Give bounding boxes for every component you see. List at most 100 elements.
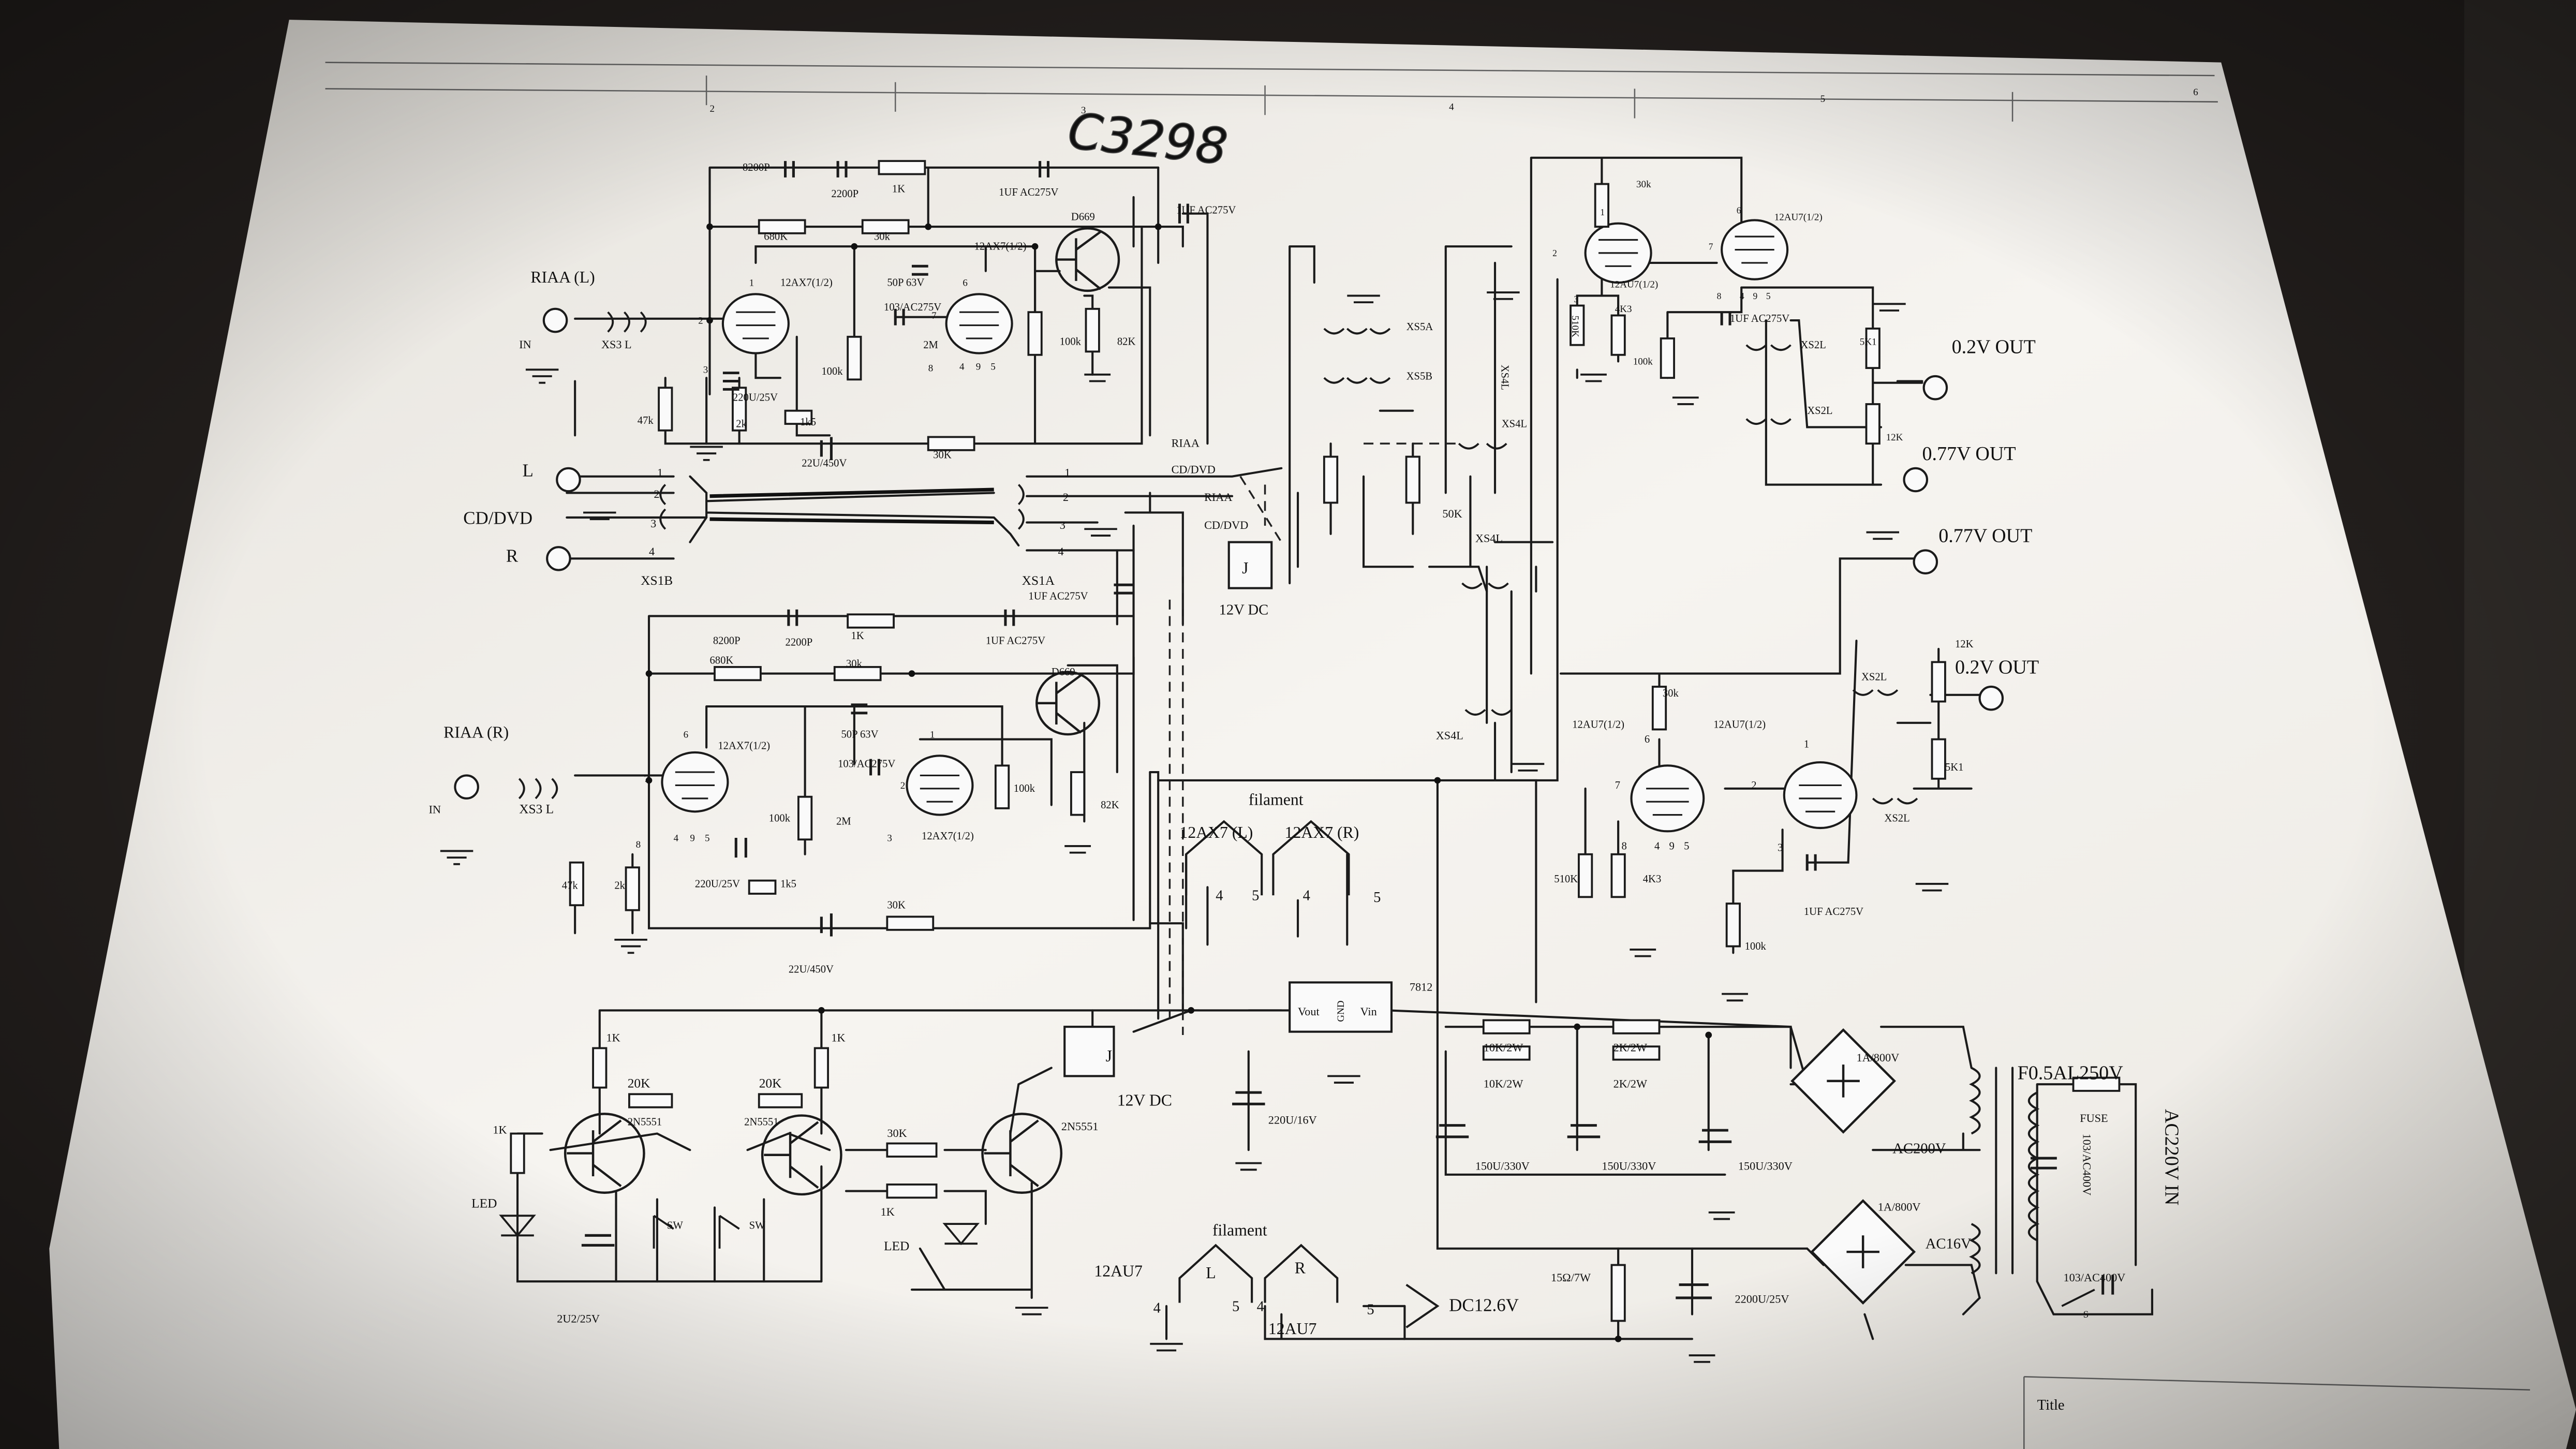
filament-cap-label: 2200U/25V [1735, 1292, 1789, 1305]
part-label: 47k [638, 415, 654, 426]
input-l-label: L [523, 461, 534, 481]
tube-label: 12AU7(1/2) [1572, 719, 1624, 730]
tube-label: 12AX7(1/2) [780, 277, 833, 288]
tube-label: 12AX7(1/2) [718, 741, 770, 752]
output-label: 0.2V OUT [1955, 657, 2039, 678]
pin-label: 1 [1064, 466, 1070, 479]
pin-label: 5 [1684, 840, 1689, 852]
part-label: 22U/450V [789, 964, 834, 975]
part-label: 10K/2W [1484, 1077, 1523, 1090]
part-label: 2M [923, 339, 938, 351]
transistor-label: D669 [1052, 667, 1075, 678]
filament-title: filament [1249, 791, 1304, 809]
pin-label: 8 [928, 363, 934, 374]
resistor [1865, 403, 1881, 445]
filament-tube-l: 12AX7 (L) [1179, 823, 1253, 841]
socket-label: XS2L [1807, 405, 1832, 417]
jack-out-2 [1903, 467, 1929, 493]
input-r-label: R [506, 546, 519, 566]
pin-label: 3 [703, 365, 708, 376]
part-label: 47k [562, 880, 579, 891]
pin-label: 1 [749, 277, 754, 288]
transistor-label: D669 [1071, 211, 1095, 223]
output-label: 0.2V OUT [1952, 336, 2036, 358]
zone-number: 4 [1449, 102, 1454, 113]
in-label-right: IN [429, 803, 441, 816]
pin-label: 3 [887, 833, 892, 844]
filament2-supply: DC12.6V [1449, 1295, 1519, 1315]
tube-label: 12AU7(1/2) [1713, 719, 1766, 730]
transistor-label: 2N5551 [628, 1117, 662, 1128]
part-label: 12K [1886, 432, 1903, 443]
pin-label: 5 [1232, 1298, 1239, 1314]
part-label: 103/AC275V [838, 759, 895, 770]
pin-label: 3 [1574, 294, 1578, 304]
pin-label: 4 [649, 545, 655, 558]
part-label: 30k [846, 658, 863, 670]
part-label: 82K [1101, 800, 1119, 811]
part-label: 1UF AC275V [1028, 591, 1088, 602]
part-label: 1K [831, 1031, 845, 1044]
resistor [886, 1142, 938, 1158]
led-label: LED [884, 1239, 909, 1253]
part-label: 2K/2W [1613, 1077, 1647, 1090]
resistor [1482, 1019, 1531, 1034]
socket-label: XS2L [1801, 339, 1826, 351]
resistor [886, 915, 935, 931]
socket-label: XS2L [1884, 812, 1909, 824]
pin-label: 9 [976, 361, 981, 372]
part-label: 680K [709, 655, 733, 667]
resistor [1610, 853, 1626, 898]
fuse-title: F0.5AL250V [2018, 1062, 2124, 1084]
part-label: 680K [764, 231, 788, 242]
part-label: 30K [887, 1127, 907, 1140]
resistor [1612, 1019, 1661, 1034]
pin-label: 6 [963, 277, 968, 288]
resistor [1610, 314, 1626, 356]
part-label: 2k [614, 880, 625, 891]
regulator-part: 7812 [1410, 980, 1432, 993]
part-label: 8200P [743, 162, 770, 173]
transistor-label: 2N5551 [744, 1117, 778, 1128]
resistor [1725, 903, 1741, 948]
part-label: 20K [759, 1076, 782, 1091]
part-label: 1k5 [800, 417, 816, 428]
fuse-label: FUSE [2080, 1112, 2108, 1125]
pin-label: 8 [1621, 840, 1626, 852]
part-label: 2M [836, 816, 851, 827]
part-label: 8200P [713, 635, 741, 646]
part-label: 150U/330V [1738, 1159, 1793, 1172]
resistor [658, 387, 673, 432]
resistor [797, 795, 813, 841]
part-label: 510K [1554, 874, 1578, 885]
socket-label: XS2L [1861, 671, 1887, 683]
jack-out-3 [1913, 549, 1938, 574]
pin-label: 2 [698, 315, 703, 326]
output-label: 0.77V OUT [1938, 525, 2032, 547]
potentiometer [1323, 455, 1339, 504]
relay-supply-label: 12V DC [1219, 602, 1269, 618]
resistor [628, 1093, 673, 1108]
relay-label: J [1242, 559, 1248, 577]
resistor [510, 1132, 525, 1174]
resistor [1610, 1264, 1626, 1322]
part-label: 82K [1117, 336, 1136, 348]
pin-label: 5 [1373, 890, 1381, 906]
part-label: 220U/25V [695, 878, 740, 890]
pin-label: 7 [1615, 780, 1620, 791]
resistor [1578, 853, 1593, 898]
pin-label: 2 [1063, 491, 1069, 504]
filament-res-label: 15Ω/7W [1551, 1271, 1591, 1284]
bridge-label: 1A/800V [1856, 1051, 1899, 1064]
relay-input-label: CD/DVD [1172, 463, 1216, 476]
tube-12ax7-right-2 [906, 755, 974, 816]
resistor [592, 1047, 608, 1089]
pin-label: 1 [930, 729, 935, 740]
pin-label: 8 [636, 839, 641, 850]
socket-xs1a: XS1A [1022, 573, 1055, 588]
part-label: 100k [1633, 357, 1653, 367]
resistor [625, 866, 640, 911]
socket-label: XS5B [1407, 371, 1432, 382]
part-label: 10K/2W [1484, 1041, 1523, 1054]
part-label: 1UF AC275V [986, 635, 1045, 646]
